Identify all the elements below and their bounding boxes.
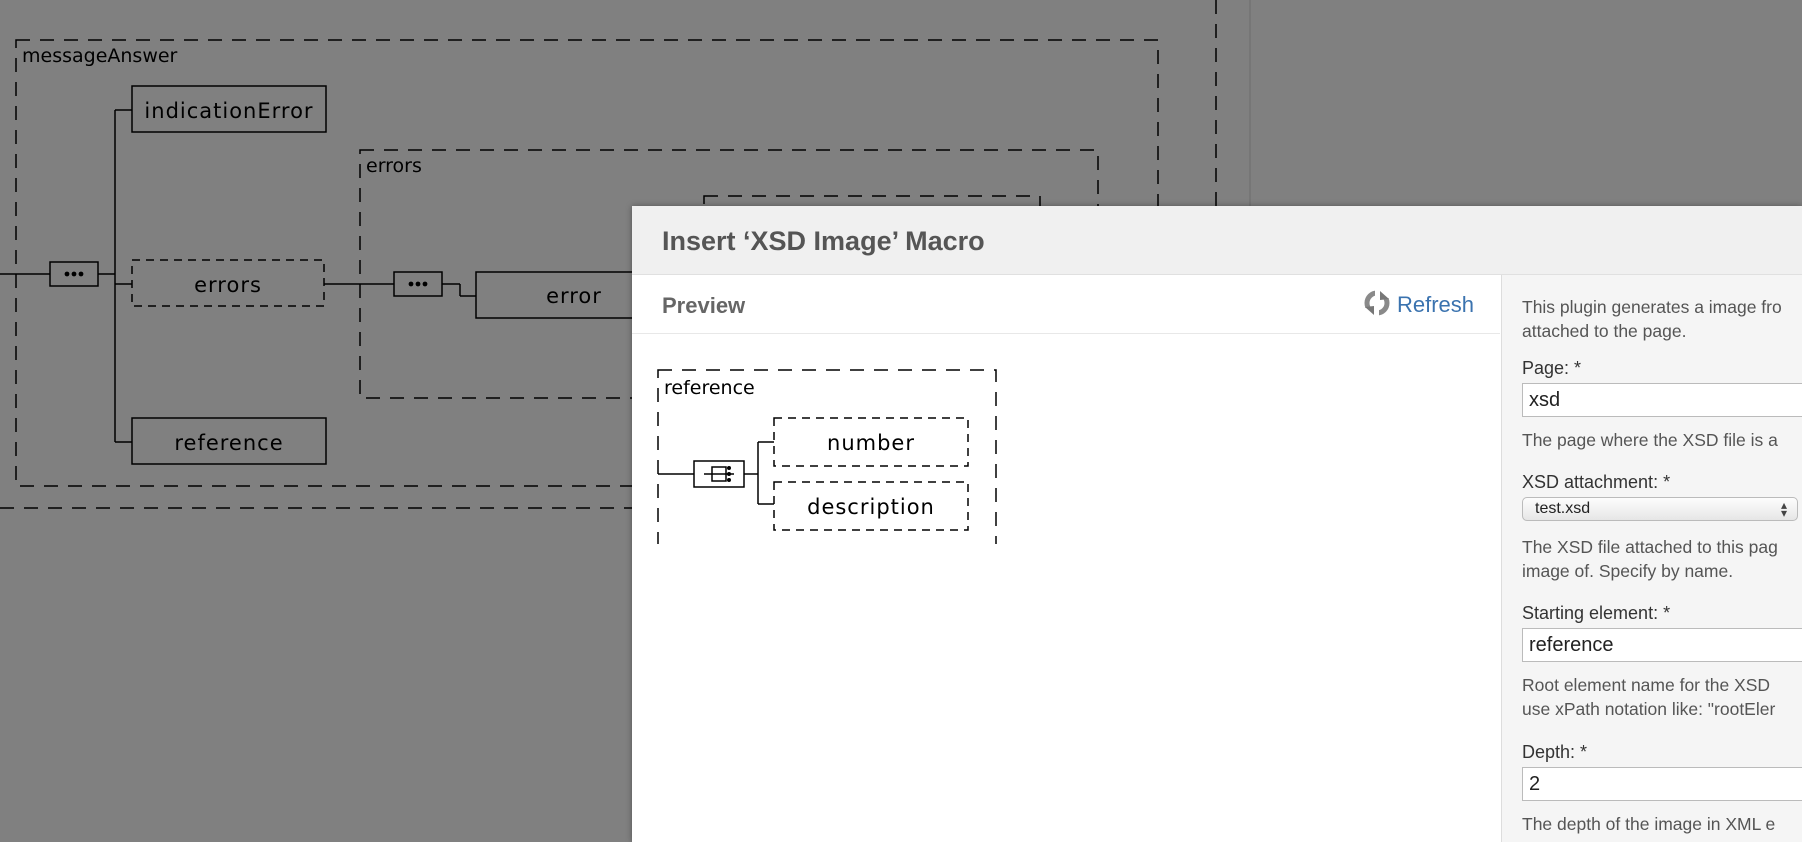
insert-macro-dialog: Insert ‘XSD Image’ Macro Preview Refresh (632, 206, 1802, 842)
reference-group-label: reference (664, 377, 755, 399)
preview-xsd-diagram: reference number description (657, 369, 997, 544)
message-answer-group-label: messageAnswer (22, 45, 178, 67)
xsd-attachment-help: The XSD file attached to this pag image … (1522, 535, 1802, 583)
macro-parameters-form: This plugin generates a image fro attach… (1501, 275, 1802, 842)
errors-node-label: errors (194, 273, 262, 297)
starting-element-help-line-2: use xPath notation like: "rootEler (1522, 699, 1776, 719)
indication-error-node (131, 85, 327, 133)
xsd-attachment-label: XSD attachment: * (1522, 472, 1671, 492)
depth-label: Depth: * (1522, 742, 1588, 762)
xsd-attachment-help-line-1: The XSD file attached to this pag (1522, 537, 1778, 557)
dialog-title: Insert ‘XSD Image’ Macro (662, 226, 985, 256)
preview-pane: Preview Refresh (632, 275, 1500, 842)
starting-element-help: Root element name for the XSD use xPath … (1522, 673, 1802, 721)
refresh-icon (1363, 289, 1391, 321)
preview-area: reference number description (632, 334, 1500, 842)
select-arrows-icon: ▴▾ (1780, 498, 1787, 520)
starting-element-help-line-1: Root element name for the XSD (1522, 675, 1771, 695)
description-node (773, 481, 969, 531)
page-label: Page: * (1522, 358, 1582, 378)
reference-node (131, 417, 327, 465)
intro-line-2: attached to the page. (1522, 321, 1687, 341)
starting-element-input[interactable] (1522, 628, 1802, 662)
errors-node (131, 259, 325, 307)
preview-title: Preview (662, 293, 746, 318)
dialog-header: Insert ‘XSD Image’ Macro (632, 206, 1802, 275)
refresh-button[interactable]: Refresh (1363, 289, 1474, 321)
reference-node-label: reference (174, 431, 283, 455)
xsd-attachment-select[interactable]: test.xsd ▴▾ (1522, 497, 1798, 521)
page-input[interactable] (1522, 383, 1802, 417)
intro-line-1: This plugin generates a image fro (1522, 297, 1782, 317)
xsd-attachment-help-line-2: image of. Specify by name. (1522, 561, 1734, 581)
refresh-label: Refresh (1396, 292, 1474, 317)
indication-error-label: indicationError (144, 99, 313, 123)
number-node (773, 417, 969, 467)
description-node-label: description (807, 495, 935, 519)
xsd-attachment-value: test.xsd (1535, 500, 1591, 517)
intro-text: This plugin generates a image fro attach… (1522, 295, 1802, 343)
number-node-label: number (827, 431, 915, 455)
message-answer-group-box (15, 39, 1159, 487)
depth-help: The depth of the image in XML e (1522, 814, 1776, 834)
starting-element-label: Starting element: * (1522, 603, 1671, 623)
errors-group-label: errors (366, 155, 422, 177)
page-help: The page where the XSD file is a (1522, 430, 1778, 450)
reference-group-box (657, 369, 997, 544)
depth-input[interactable] (1522, 767, 1802, 801)
preview-header: Preview Refresh (632, 275, 1500, 334)
error-node-label: error (546, 284, 602, 308)
